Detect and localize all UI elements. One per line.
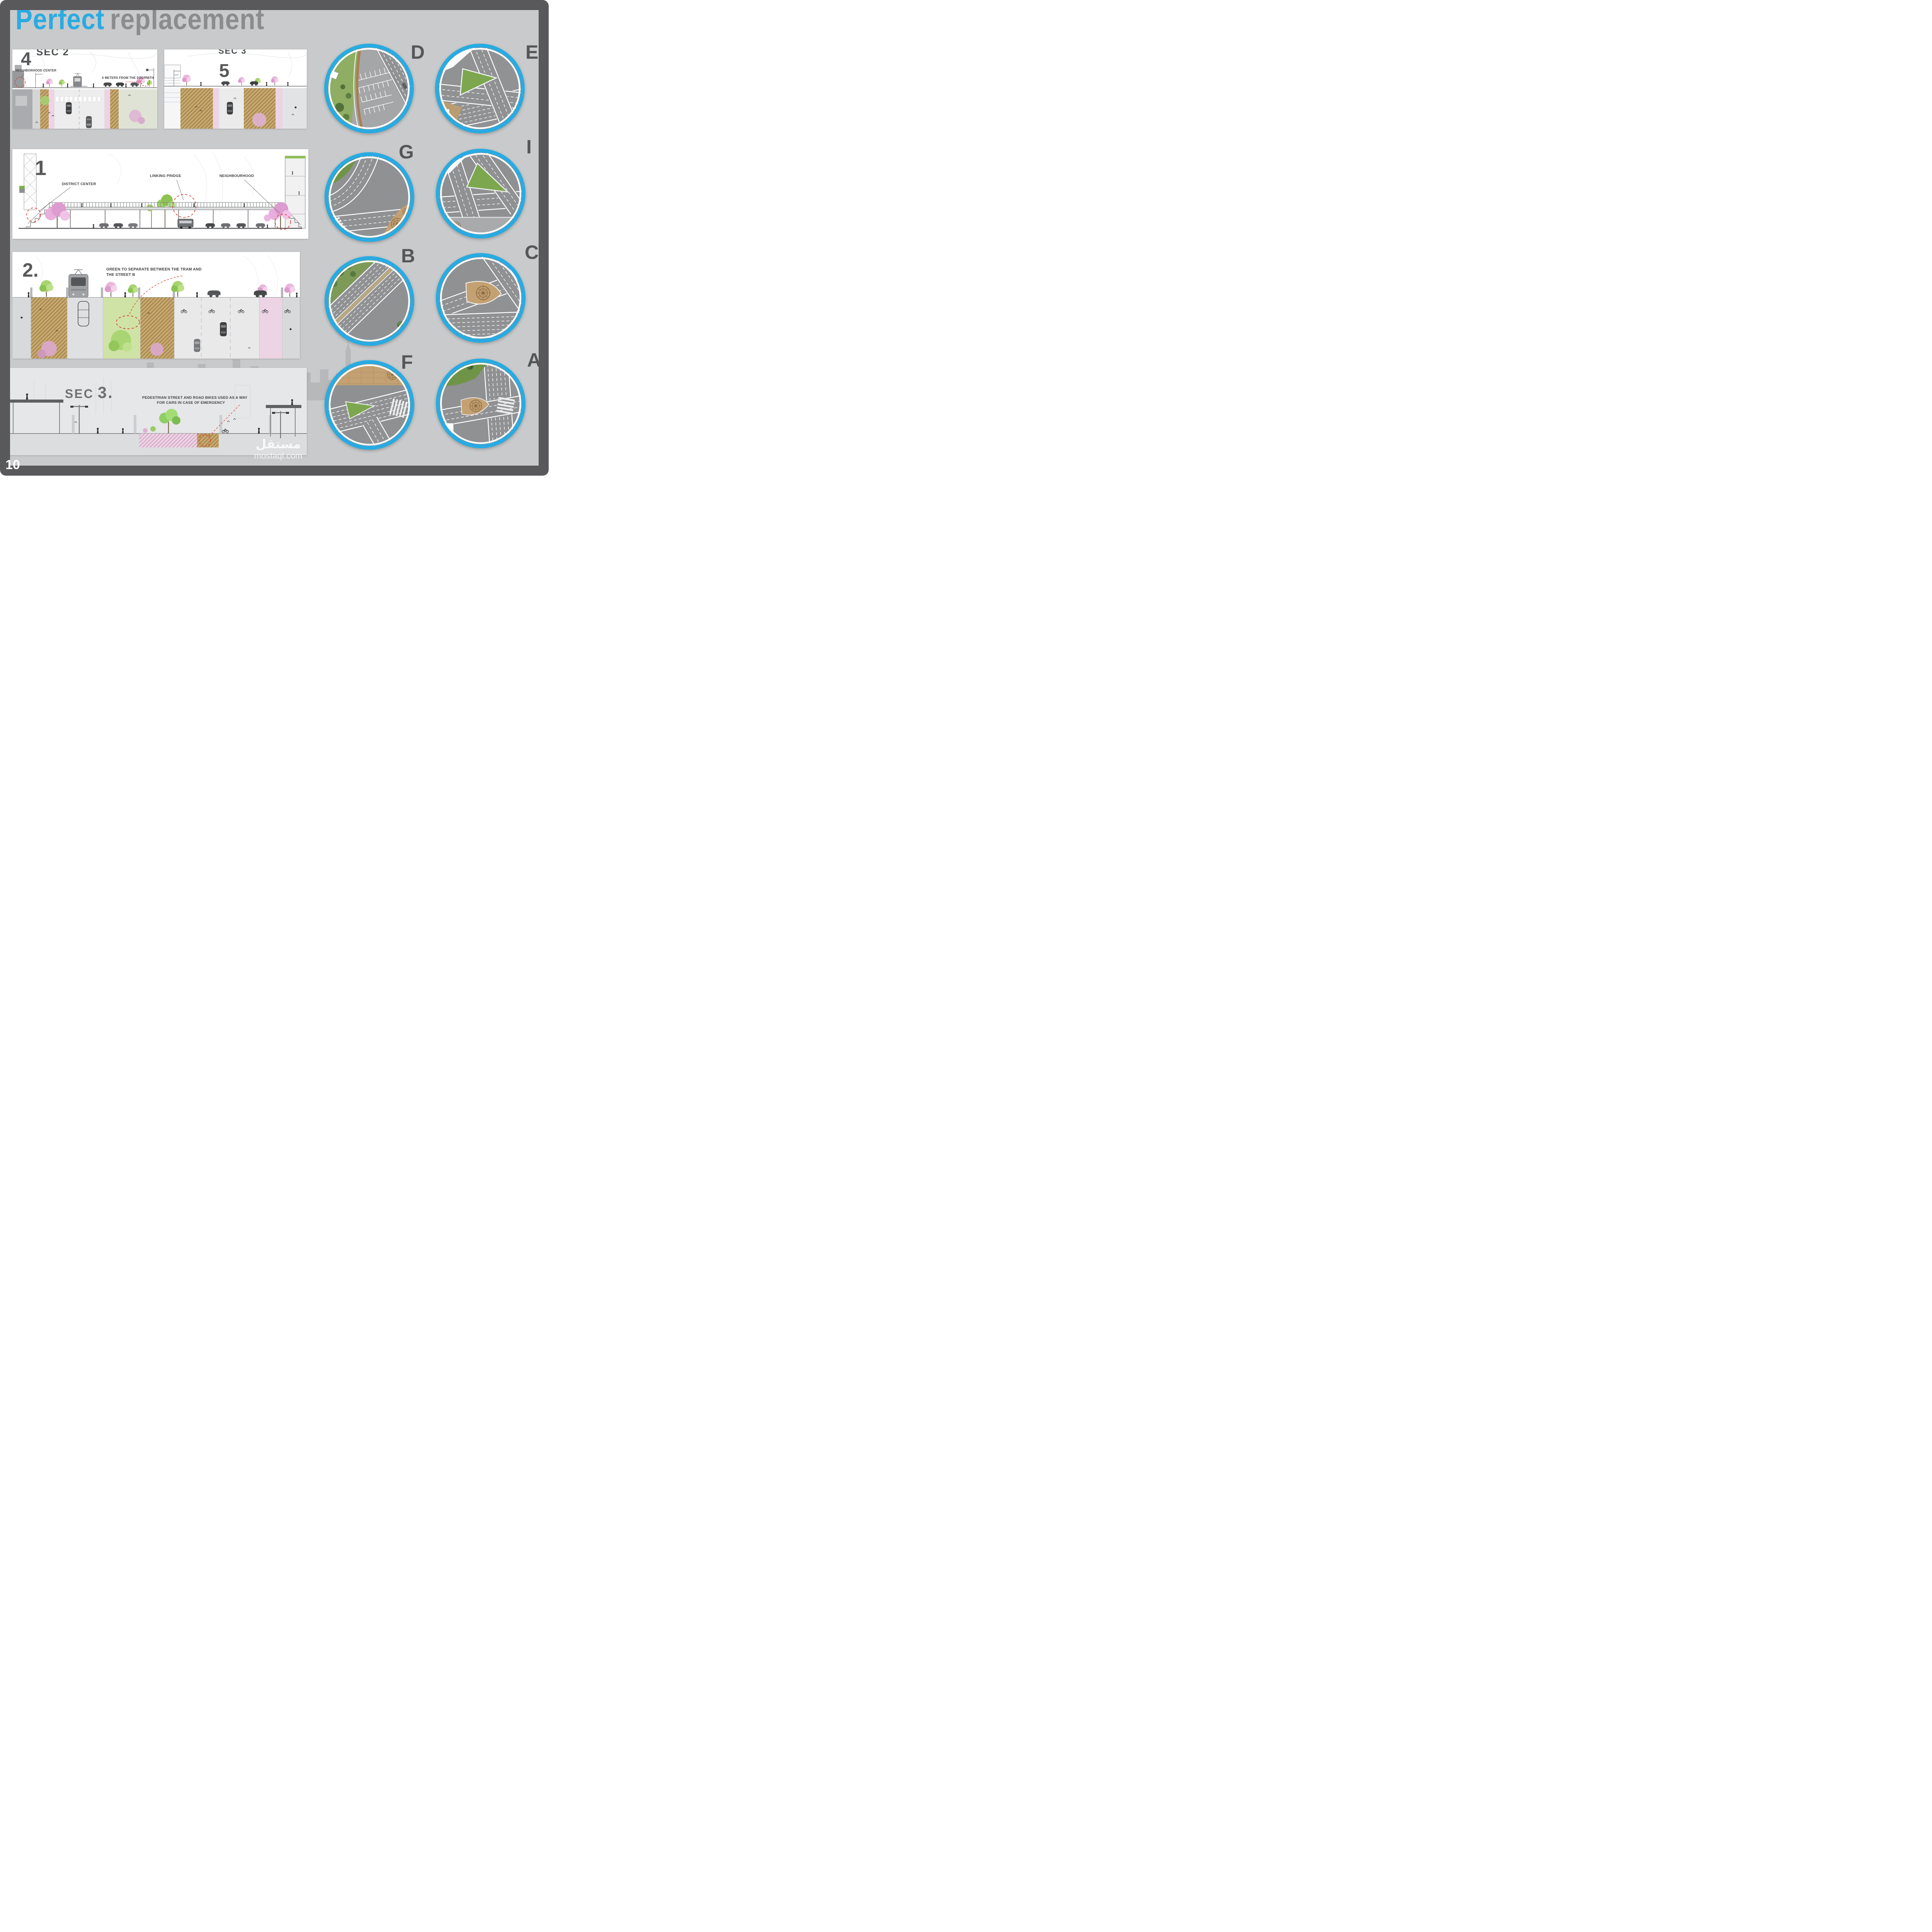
aerial-photo-b xyxy=(328,260,410,342)
tram-street-illustration xyxy=(12,252,300,359)
watermark: مستقل mostaql.com xyxy=(228,437,328,461)
annotation-green-separation-line1: GREEN TO SEPARATE BETWEEN THE TRAM AND xyxy=(106,267,202,272)
aerial-photo-c xyxy=(440,257,522,339)
label-district-center: DISTRICT CENTER xyxy=(62,182,96,186)
detail-circle-e xyxy=(435,44,525,133)
street-section-illustration-5 xyxy=(164,49,307,129)
detail-circle-a xyxy=(436,359,526,448)
title-highlight: Perfect xyxy=(15,3,105,36)
annotation-neighborhood-center: NEIGHBORHOOD CENTER xyxy=(15,69,57,72)
label-linking-bridge: LINKING PRIDGE xyxy=(150,174,181,178)
annotation-pedestrian-line1: PEDESTRIAN STREET AND ROAD BIKES USED AS… xyxy=(142,396,248,400)
detail-circle-b xyxy=(325,256,414,346)
detail-letter-i: I xyxy=(526,136,532,158)
page-number: 10 xyxy=(5,457,20,472)
panel-section-2: 2. GREEN TO SEPARATE BETWEEN THE TRAM AN… xyxy=(12,252,300,359)
street-section-illustration-4 xyxy=(12,49,157,129)
panel-1-number: 1 xyxy=(35,156,47,180)
detail-letter-f: F xyxy=(401,351,413,373)
panel-5-heading: SEC 3 xyxy=(218,49,247,56)
pedestrian-street-illustration xyxy=(3,368,307,455)
detail-circle-c xyxy=(436,253,526,343)
detail-circle-g xyxy=(325,152,414,242)
title-rest: replacement xyxy=(110,3,265,36)
aerial-photo-a xyxy=(440,362,522,444)
panel-3-heading-sec: SEC xyxy=(65,387,94,401)
detail-letter-b: B xyxy=(401,245,415,267)
detail-circle-f xyxy=(325,360,414,450)
label-neighbourhood: NEIGHBOURHOOD xyxy=(219,174,254,178)
aerial-photo-g xyxy=(328,156,410,238)
detail-letter-d: D xyxy=(411,41,425,63)
panel-5-number: 5 xyxy=(219,61,230,81)
panel-3-heading-num: 3. xyxy=(97,383,114,401)
panel-section-1: 1 DISTRICT CENTER LINKING PRIDGE NEIGHBO… xyxy=(12,149,308,239)
detail-letter-g: G xyxy=(399,141,414,163)
detail-letter-a: A xyxy=(527,349,541,371)
annotation-pedestrian-line2: FOR CARS IN CASE OF EMERGENCY xyxy=(157,401,225,405)
panel-section-5: SEC 3 5 xyxy=(164,49,307,129)
detail-circle-i xyxy=(436,149,526,238)
watermark-domain: mostaql.com xyxy=(254,451,303,461)
detail-letter-c: C xyxy=(525,242,539,263)
linking-bridge-illustration xyxy=(12,149,308,239)
detail-circle-d xyxy=(324,44,414,133)
annotation-footpath: 6 METERS FROM THE FOOTPATH xyxy=(102,76,154,80)
panel-2-number: 2. xyxy=(22,259,39,281)
panel-4-number: 4 xyxy=(21,49,31,70)
panel-4-heading: SEC 2 xyxy=(36,49,70,58)
aerial-photo-f xyxy=(328,364,410,446)
aerial-photo-i xyxy=(440,153,522,235)
watermark-arabic: مستقل xyxy=(255,437,301,451)
annotation-green-separation-line2: THE STREET B xyxy=(106,273,135,277)
panel-section-4: SEC 2 4 NEIGHBORHOOD CENTER 6 METERS FRO… xyxy=(12,49,157,129)
aerial-photo-d xyxy=(328,48,410,129)
aerial-photo-e xyxy=(439,48,521,129)
detail-letter-e: E xyxy=(526,41,539,63)
